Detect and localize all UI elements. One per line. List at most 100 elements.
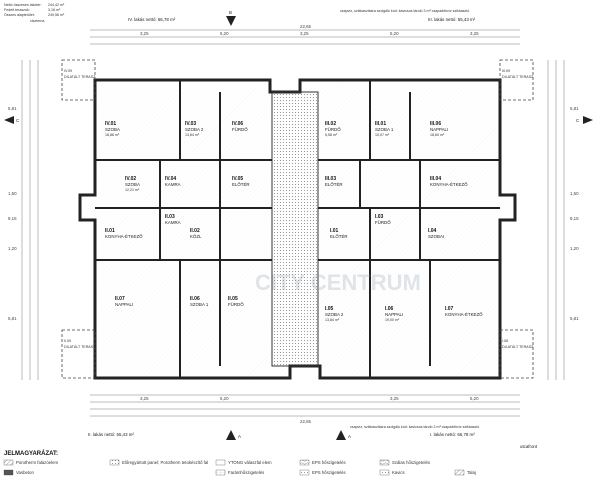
room-iv02: IV.02 SZOBA 12,21 m² xyxy=(125,176,140,192)
room-iii09: III.09 DILATÁLT TERASZ xyxy=(502,69,534,79)
room-ii01: II.01 KONYHA-ÉTKEZŐ xyxy=(105,228,143,239)
legend-title: JELMAGYARÁZAT: xyxy=(4,450,58,457)
svg-text:III.03: III.03 xyxy=(325,176,336,182)
dim-right-5: 5,81 xyxy=(570,316,579,321)
svg-text:EPS hőszigetelés: EPS hőszigetelés xyxy=(312,460,346,465)
dim-bottom-1: 3,25 xyxy=(140,396,149,401)
dim-top-1: 3,25 xyxy=(140,31,149,36)
dim-right-3: 9,15 xyxy=(570,216,579,221)
terraces xyxy=(61,59,534,379)
svg-text:IV.06: IV.06 xyxy=(232,121,243,127)
room-ii07: II.07 NAPPALI xyxy=(115,296,133,307)
svg-text:IV.04: IV.04 xyxy=(165,176,176,182)
svg-text:SZOBA 1: SZOBA 1 xyxy=(375,127,394,132)
dim-top-2: 5,20 xyxy=(220,31,229,36)
room-ii03: II.03 KAMRA xyxy=(165,214,181,225)
cistern-label: ciszterna xyxy=(30,19,44,23)
svg-text:FÜRDŐ: FÜRDŐ xyxy=(325,127,341,132)
right-dimension-chain xyxy=(547,60,565,380)
central-corridor xyxy=(271,91,319,367)
svg-text:Farámhőszigetelés: Farámhőszigetelés xyxy=(228,470,264,475)
svg-text:IV.03: IV.03 xyxy=(185,121,196,127)
watermark-logo: CITY CENTRUM xyxy=(255,270,421,295)
svg-text:ELŐTÉR: ELŐTÉR xyxy=(232,182,250,187)
svg-text:FÜRDŐ: FÜRDŐ xyxy=(228,302,244,307)
dim-left-2: 1,50 xyxy=(8,191,17,196)
svg-text:13,84 m²: 13,84 m² xyxy=(325,318,340,322)
svg-text:II.02: II.02 xyxy=(190,228,200,234)
svg-text:C: C xyxy=(16,118,19,123)
svg-text:KÖZL: KÖZL xyxy=(190,234,202,239)
dim-right-1: 5,81 xyxy=(570,106,579,111)
svg-text:DILATÁLT TERASZ: DILATÁLT TERASZ xyxy=(502,75,534,79)
svg-text:III.01: III.01 xyxy=(375,121,386,127)
room-ii06: II.06 SZOBA 1 xyxy=(190,296,209,307)
room-ii09: II.09 DILATÁLT TERASZ xyxy=(64,339,96,349)
svg-text:KONYHA-ÉTKEZŐ: KONYHA-ÉTKEZŐ xyxy=(105,234,143,239)
svg-text:SZOBAI: SZOBAI xyxy=(428,234,444,239)
legend-item-1: Előregyártott panel; Porotherm tetokészí… xyxy=(109,459,208,466)
dim-top-5: 3,25 xyxy=(470,31,479,36)
room-iii03: III.03 ELŐTÉR xyxy=(325,176,343,187)
legend-item-4: Szálas hőszigetelés xyxy=(379,459,430,466)
svg-text:III.02: III.02 xyxy=(325,121,336,127)
svg-text:KONYHA-ÉTKEZŐ: KONYHA-ÉTKEZŐ xyxy=(430,182,468,187)
svg-text:Talaj: Talaj xyxy=(467,470,476,475)
svg-text:III.06: III.06 xyxy=(430,121,441,127)
room-i06: I.06 NAPPALI 19,00 m² xyxy=(385,306,403,322)
svg-text:II.09: II.09 xyxy=(64,339,71,343)
svg-text:KAMRA: KAMRA xyxy=(165,220,181,225)
dim-bottom-total: 22,65 xyxy=(300,419,312,424)
section-marker-a-bottom-1: A xyxy=(226,430,241,440)
svg-text:EPS hőszigetelés: EPS hőszigetelés xyxy=(312,470,346,475)
svg-text:IV.05: IV.05 xyxy=(232,176,243,182)
summary-line-3: Összes alapterület: xyxy=(4,13,35,17)
svg-text:NAPPALI: NAPPALI xyxy=(385,312,403,317)
interior-walls xyxy=(95,80,500,378)
legend-item-5: Vasbeton xyxy=(3,469,34,476)
legend-item-2: YTONG válaszfal elem xyxy=(215,459,272,466)
svg-text:I.07: I.07 xyxy=(445,306,454,312)
svg-text:SZOBA 1: SZOBA 1 xyxy=(190,302,209,307)
dim-right-4: 1,20 xyxy=(570,246,579,251)
svg-text:SZOBA 2: SZOBA 2 xyxy=(185,127,204,132)
svg-text:II.05: II.05 xyxy=(228,296,238,302)
room-i04: I.04 SZOBAI xyxy=(428,228,444,239)
room-iii04: III.04 KONYHA-ÉTKEZŐ xyxy=(430,176,468,187)
legend-item-7: EPS hőszigetelés xyxy=(299,469,346,476)
summary-value-2: 3,16 m² xyxy=(48,8,61,12)
room-i07: I.07 KONYHA-ÉTKEZŐ xyxy=(445,306,483,317)
unit-i-net: I. lakás nettó: 66,78 m² xyxy=(430,432,475,437)
room-iv03: IV.03 SZOBA 2 13,64 m² xyxy=(185,121,204,137)
legend-item-0: Porotherm falazóelem xyxy=(3,459,58,466)
dim-top-4: 5,20 xyxy=(390,31,399,36)
street-front-label: utcafront xyxy=(520,444,538,449)
svg-text:III.09: III.09 xyxy=(502,69,510,73)
summary-value-3: 249,56 m² xyxy=(48,13,65,17)
svg-text:Kavics: Kavics xyxy=(392,470,405,475)
summary-line-1: Nettó összesen lakótér: xyxy=(4,3,42,7)
svg-text:10,07 m²: 10,07 m² xyxy=(375,133,390,137)
svg-text:I.08: I.08 xyxy=(502,339,508,343)
svg-text:I.06: I.06 xyxy=(385,306,394,312)
legend-item-8: Kavics xyxy=(379,469,405,476)
dim-bottom-3: 3,25 xyxy=(390,396,399,401)
bottom-note: csapvíz, szikkasztásra szolgáló kúd: kav… xyxy=(350,425,479,429)
svg-text:B: B xyxy=(229,10,232,15)
svg-text:II.01: II.01 xyxy=(105,228,115,234)
unit-iii-net: III. lakás nettó: 55,43 m² xyxy=(428,17,476,22)
svg-text:18,88 m²: 18,88 m² xyxy=(105,133,120,137)
svg-text:I.04: I.04 xyxy=(428,228,437,234)
svg-text:DILATÁLT TERASZ: DILATÁLT TERASZ xyxy=(64,345,96,349)
unit-ii-net: II. lakás nettó: 55,43 m² xyxy=(88,432,134,437)
room-iii01: III.01 SZOBA 1 10,07 m² xyxy=(375,121,394,137)
svg-text:A: A xyxy=(348,434,351,439)
svg-text:FÜRDŐ: FÜRDŐ xyxy=(232,127,248,132)
svg-text:SZOBA 2: SZOBA 2 xyxy=(325,312,344,317)
top-note: csapvíz, szikkasztásra szolgáló kúd: kav… xyxy=(340,9,469,13)
dim-bottom-4: 5,20 xyxy=(470,396,479,401)
svg-text:Szálas hőszigetelés: Szálas hőszigetelés xyxy=(392,460,430,465)
top-dimension-chain xyxy=(90,29,520,45)
legend-item-3: EPS hőszigetelés xyxy=(299,459,346,466)
